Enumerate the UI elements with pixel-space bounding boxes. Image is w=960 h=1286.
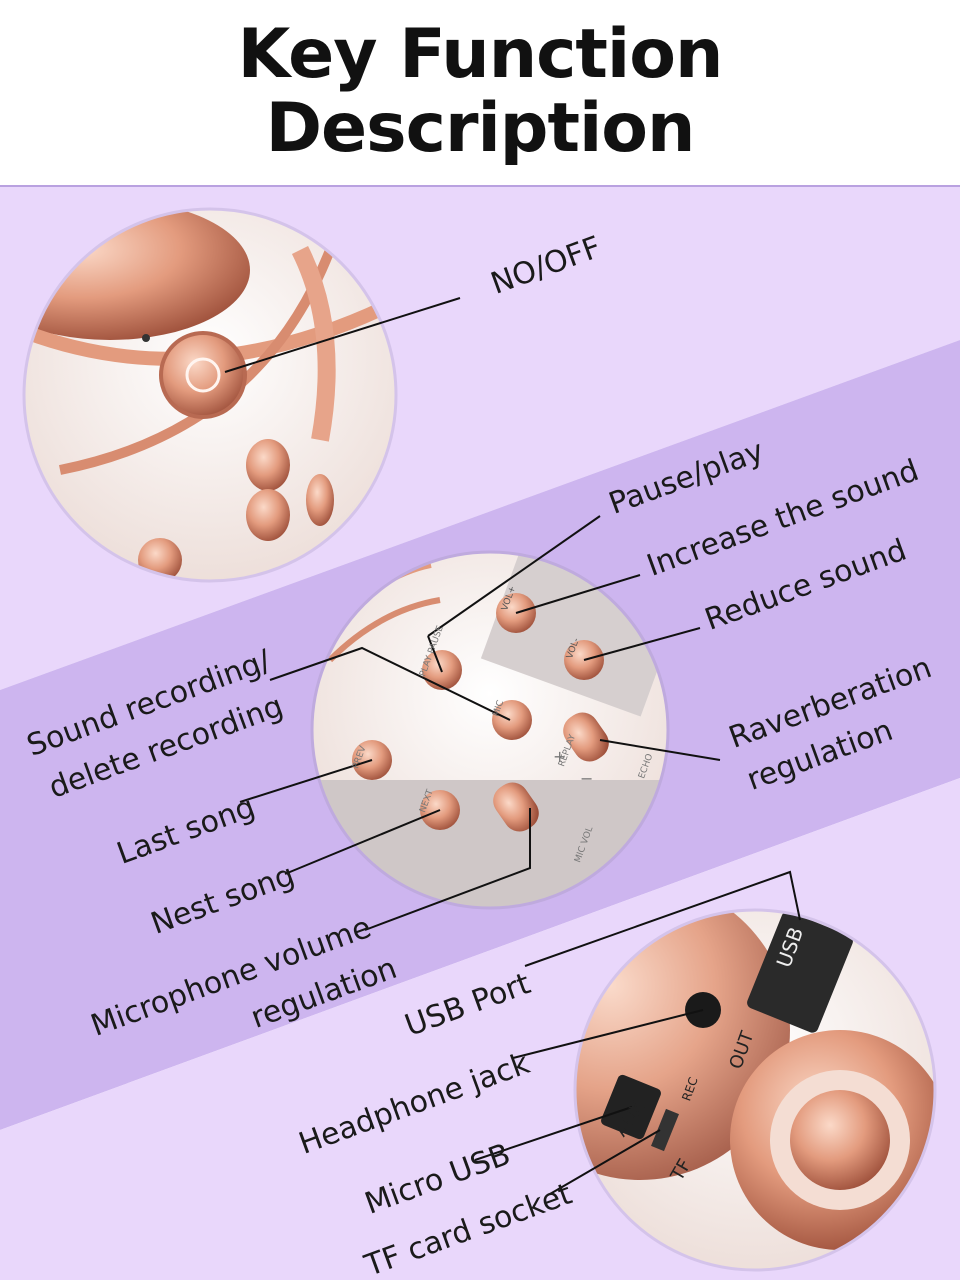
title-line-1: Key Function — [237, 15, 724, 94]
marking-plus: + — [553, 747, 567, 766]
leader-lines — [224, 297, 801, 1195]
title-line-2: Description — [265, 89, 696, 168]
marking-minus: − — [580, 769, 594, 788]
closeup-ports — [575, 910, 935, 1270]
